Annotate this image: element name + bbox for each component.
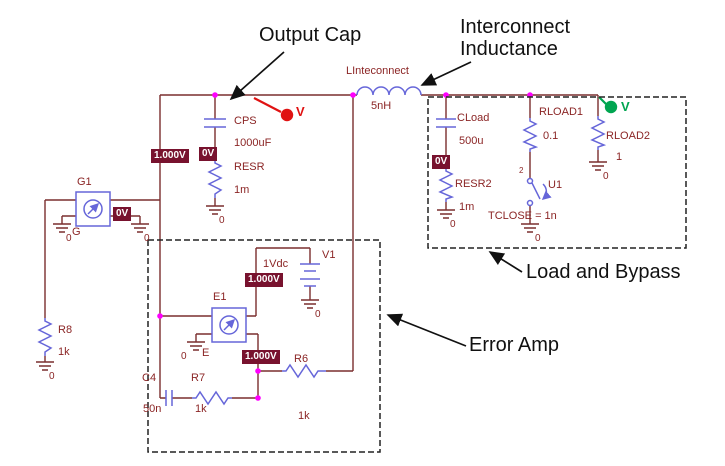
error-amp-box (147, 239, 381, 453)
v1-source-symbol (300, 263, 320, 287)
ground-zero-r8: 0 (49, 371, 55, 382)
bias-badge-e1-out: 1.000V (242, 350, 280, 364)
ground-zero-g1-left: 0 (66, 233, 72, 244)
c4-ref-label: C4 (142, 372, 157, 384)
annotation-arrows (229, 51, 523, 347)
cload-value-label: 500u (459, 135, 484, 147)
r8-resistor-symbol (37, 318, 53, 356)
u1-switch-symbol (526, 177, 552, 207)
resr-ref-label: RESR (234, 161, 265, 173)
linteconnect-value-label: 5nH (371, 100, 392, 112)
cps-value-label: 1000uF (234, 137, 272, 149)
r7-resistor-symbol (192, 390, 232, 406)
annotation-inductance: Inductance (460, 38, 558, 60)
rload2-resistor-symbol (590, 116, 607, 150)
annotation-interconnect: Interconnect (460, 16, 571, 38)
r6-value-label: 1k (298, 410, 310, 422)
annotation-error-amp: Error Amp (469, 334, 560, 356)
bias-badge-output-rail: 1.000V (151, 149, 189, 163)
ground-zero-u1: 0 (535, 233, 541, 244)
linteconnect-inductor-symbol (356, 86, 422, 96)
rload1-resistor-symbol (522, 118, 539, 152)
g1-type-label: G (72, 226, 81, 238)
annotation-load-bypass: Load and Bypass (526, 261, 681, 283)
r6-ref-label: R6 (294, 353, 309, 365)
resr-value-label: 1m (234, 184, 250, 196)
r8-ref-label: R8 (58, 324, 73, 336)
probe-v-label-load: V (621, 99, 630, 114)
r7-ref-label: R7 (191, 372, 206, 384)
annotation-output-cap: Output Cap (259, 24, 362, 46)
rload2-ref-label: RLOAD2 (606, 130, 651, 142)
ground-symbols (36, 161, 607, 371)
r8-value-label: 1k (58, 346, 70, 358)
resr2-ref-label: RESR2 (455, 178, 492, 190)
voltage-probe-green (598, 96, 618, 114)
bias-badge-cload-mid: 0V (432, 155, 451, 169)
resr-resistor-symbol (207, 160, 223, 198)
g1-ref-label: G1 (77, 176, 92, 188)
ground-zero-e1: 0 (181, 351, 187, 362)
c4-value-label: 50n (143, 403, 162, 415)
bias-badge-v1-node: 1.000V (245, 273, 283, 287)
r7-value-label: 1k (195, 403, 207, 415)
v1-ref-label: V1 (322, 249, 336, 261)
junction-dots (157, 92, 533, 401)
ground-zero-rload2: 0 (603, 171, 609, 182)
probe-v-label-output: V (296, 104, 305, 119)
e1-ref-label: E1 (213, 291, 227, 303)
g1-source-symbol (75, 191, 111, 227)
e1-type-label: E (202, 347, 210, 359)
cload-capacitor-symbol (436, 118, 456, 128)
rload1-ref-label: RLOAD1 (539, 106, 584, 118)
bias-badge-g1-node: 0V (113, 207, 132, 221)
ground-zero-v1: 0 (315, 309, 321, 320)
wires (44, 94, 599, 399)
linteconnect-ref-label: LInteconnect (346, 65, 409, 77)
ground-zero-resr2: 0 (450, 219, 456, 230)
c4-capacitor-symbol (165, 390, 173, 406)
resr2-value-label: 1m (459, 201, 475, 213)
load-bypass-box (427, 96, 687, 249)
rload2-value-label: 1 (616, 151, 623, 163)
ground-zero-resr: 0 (219, 215, 225, 226)
u1-param-label: TCLOSE = 1n (488, 210, 557, 222)
resr2-resistor-symbol (438, 168, 455, 202)
u1-ref-label: U1 (548, 179, 563, 191)
v1-value-label: 1Vdc (263, 258, 289, 270)
rload1-value-label: 0.1 (543, 130, 559, 142)
cload-ref-label: CLoad (457, 112, 490, 124)
cps-capacitor-symbol (204, 118, 226, 128)
bias-badge-cps-mid: 0V (199, 147, 218, 161)
ground-zero-g1-right: 0 (144, 233, 150, 244)
cps-ref-label: CPS (234, 115, 257, 127)
e1-source-symbol (211, 307, 247, 343)
r6-resistor-symbol (282, 363, 326, 379)
voltage-probe-red (253, 97, 294, 122)
u1-pin-label: 2 (519, 166, 524, 175)
